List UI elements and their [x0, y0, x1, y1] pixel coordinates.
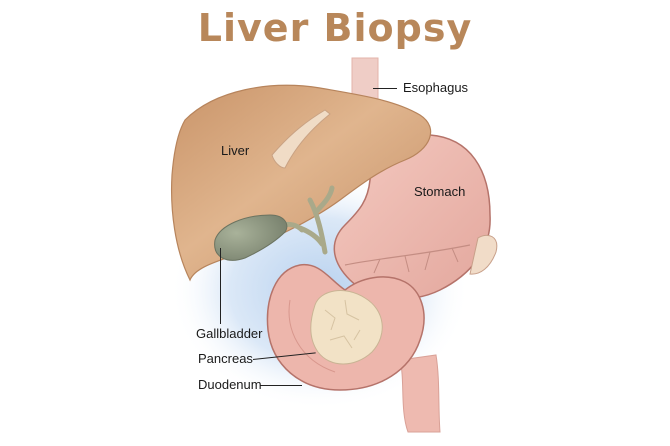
duodenum-tail — [399, 354, 441, 433]
falciform-ligament — [271, 109, 331, 169]
gallbladder-shape — [214, 214, 288, 261]
page-title: Liver Biopsy — [197, 6, 473, 50]
label-stomach: Stomach — [414, 184, 466, 199]
esophagus-leader-line — [373, 88, 397, 89]
label-duodenum: Duodenum — [198, 377, 262, 392]
gallbladder-leader-line — [220, 248, 221, 324]
duodenum-leader-line — [260, 385, 302, 386]
label-pancreas: Pancreas — [198, 351, 253, 366]
pancreas-shape — [310, 290, 383, 365]
stomach-fold — [469, 234, 498, 275]
label-gallbladder: Gallbladder — [196, 326, 263, 341]
label-liver: Liver — [221, 143, 250, 158]
label-esophagus: Esophagus — [403, 80, 469, 95]
